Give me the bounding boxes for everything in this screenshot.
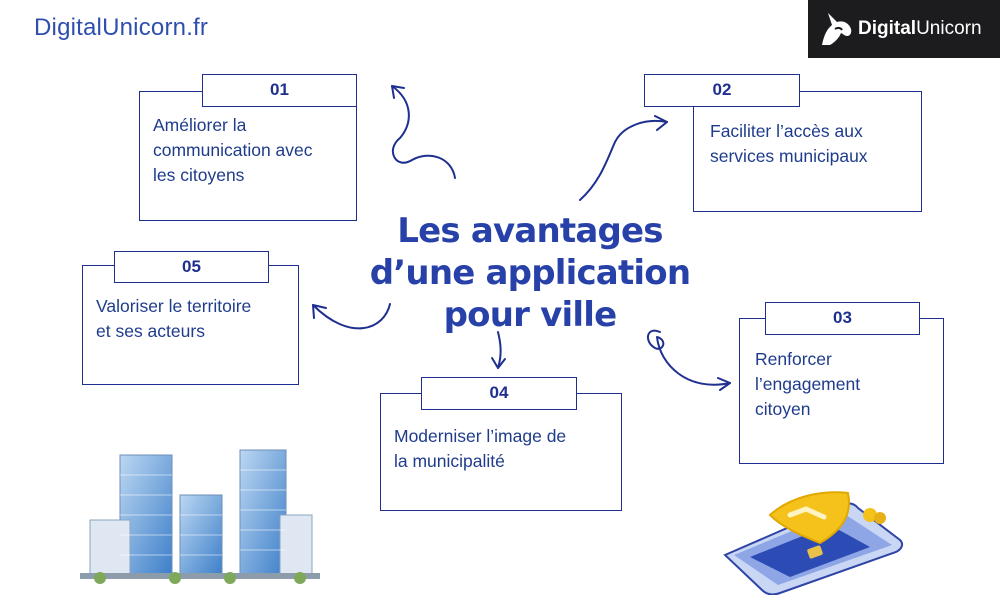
brand-name: DigitalUnicorn (858, 18, 982, 39)
card-03 (739, 318, 944, 464)
shield-icon (768, 491, 850, 545)
card-01 (139, 91, 357, 221)
card-03-number: 03 (765, 302, 920, 335)
card-05 (82, 265, 299, 385)
card-04-number: 04 (421, 377, 577, 410)
arrow-to-card-04 (497, 331, 502, 369)
card-01-number: 01 (202, 74, 357, 107)
arrow-to-card-02-head (654, 115, 668, 131)
card-02-number: 02 (644, 74, 800, 107)
unicorn-icon (822, 13, 852, 45)
phone-shield-illustration (723, 491, 904, 595)
city-buildings-illustration (80, 449, 320, 584)
card-04 (380, 393, 622, 511)
arrow-to-card-03-head (717, 377, 731, 391)
brand-logo: DigitalUnicorn (808, 0, 1000, 58)
site-url[interactable]: DigitalUnicorn.fr (34, 14, 209, 41)
card-05-number: 05 (114, 251, 269, 283)
arrow-to-card-01 (391, 85, 456, 179)
arrow-to-card-04-head (491, 357, 506, 369)
arrow-to-card-03 (647, 329, 731, 386)
arrow-to-card-05-head (312, 304, 327, 319)
arrow-to-card-05 (312, 303, 391, 330)
arrow-to-card-01-head (391, 85, 405, 99)
arrow-to-card-02 (579, 120, 668, 201)
card-02 (693, 91, 922, 212)
